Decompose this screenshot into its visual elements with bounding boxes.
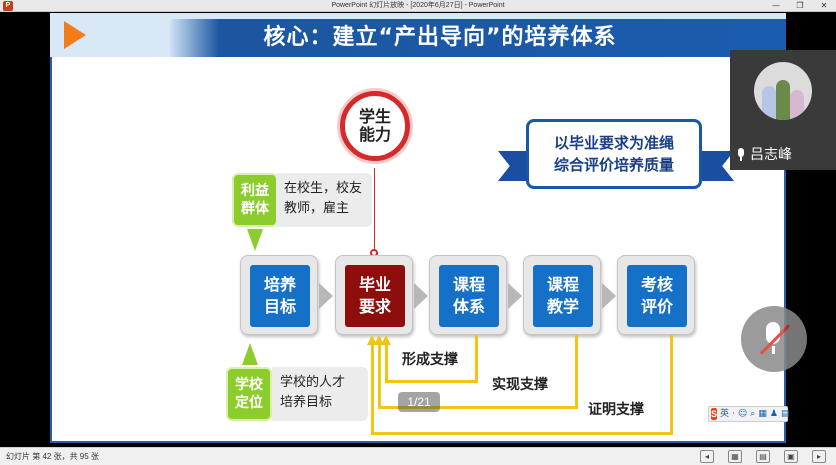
circle-line1: 学生 [358,107,391,126]
title-bar: P PowerPoint 幻灯片放映 - [2020年6月27日] - Powe… [0,0,836,12]
step-line1: 培养 [263,275,296,294]
page-indicator: 1/21 [398,392,440,412]
slide-title: 核心：建立“产出导向”的培养体系 [263,25,617,50]
circle-line2: 能力 [358,125,391,144]
support-label-proof: 证明支撑 [588,402,644,418]
support-arrow-3 [367,335,377,345]
mic-muted-button[interactable] [741,306,807,372]
step-assessment: 考核评价 [617,255,695,335]
speaker-name: 吕志峰 [750,147,792,163]
support-arrow-1 [381,335,391,345]
sorter-view-icon[interactable]: ▤ [756,450,770,463]
stakeholders-tag: 利益群体 [232,173,278,227]
step-line2: 评价 [640,297,673,316]
support-line-1-left [385,343,388,383]
support-label-realization: 实现支撑 [492,377,548,393]
reading-view-icon[interactable]: ▣ [784,450,798,463]
stakeholders-arrow [247,229,263,251]
banner-line2: 综合评价培养质量 [553,156,674,174]
window-title: PowerPoint 幻灯片放映 - [2020年6月27日] - PowerP… [331,2,505,9]
ime-emoji-icon[interactable]: ☺ [737,409,748,419]
step-line1: 课程 [452,275,485,294]
restore-button[interactable]: ❐ [796,1,804,10]
school-position-tag-label: 学校定位 [235,377,263,411]
previous-icon[interactable]: ◂ [700,450,714,463]
step-connector [602,283,616,309]
school-position-arrow [242,343,258,365]
support-label-formation: 形成支撑 [402,352,458,368]
minimize-button[interactable]: — [772,1,780,10]
step-graduation-requirement: 毕业要求 [335,255,413,335]
step-connector [414,283,428,309]
support-line-2-left [378,343,381,409]
slide-counter: 幻灯片 第 42 张，共 95 张 [6,452,99,461]
powerpoint-app-icon: P [3,1,13,11]
circle-connector-line [374,168,375,252]
stakeholders-tag-label: 利益群体 [241,183,269,217]
stakeholders-note-line2: 教师，雇主 [284,201,350,216]
step-training-goal: 培养目标 [240,255,318,335]
step-course-teaching: 课程教学 [523,255,601,335]
support-arrow-2 [374,335,384,345]
slide-frame [50,57,786,443]
step-line1: 课程 [546,275,579,294]
step-line2: 体系 [452,297,485,316]
school-position-tag: 学校定位 [226,367,272,421]
ime-menu-icon[interactable]: ▤ [780,409,790,419]
step-line2: 教学 [546,297,579,316]
step-connector [508,283,522,309]
school-position-note: 学校的人才 培养目标 [272,367,368,421]
step-line1: 考核 [640,275,673,294]
speaker-row: 吕志峰 [736,146,792,164]
close-button[interactable]: ✕ [820,1,828,10]
ime-skin-icon[interactable]: ♟ [769,409,778,419]
sogou-logo-icon[interactable]: S [711,408,718,420]
slide-header: 核心：建立“产出导向”的培养体系 [50,13,786,57]
stakeholders-note-line1: 在校生，校友 [284,181,363,196]
next-icon[interactable]: ▸ [812,450,826,463]
graduation-criteria-banner: 以毕业要求为准绳 综合评价培养质量 [526,119,702,189]
status-bar: 幻灯片 第 42 张，共 95 张 ◂ ▦ ▤ ▣ ▸ [0,447,836,465]
ime-search-icon[interactable]: ⌕ [750,409,756,419]
step-line2: 要求 [358,297,391,316]
normal-view-icon[interactable]: ▦ [728,450,742,463]
speaker-video-tile[interactable]: 吕志峰 [730,50,836,170]
support-line-1-right [475,335,478,383]
mic-icon [736,148,746,162]
play-triangle-icon [64,21,86,49]
ime-lang-toggle[interactable]: 英 [720,409,730,419]
header-band [170,19,786,57]
support-line-1-bottom [385,380,478,383]
step-line2: 目标 [263,297,296,316]
ime-punct-icon[interactable]: · [732,409,735,419]
school-position-note-line2: 培养目标 [280,395,333,410]
step-line1: 毕业 [358,275,391,294]
support-line-2-bottom [378,406,578,409]
ime-toolbar[interactable]: S 英 · ☺ ⌕ ▦ ♟ ▤ [708,406,790,422]
support-line-3-right [670,335,673,435]
banner-line1: 以毕业要求为准绳 [553,134,674,152]
slide-canvas[interactable]: 核心：建立“产出导向”的培养体系 学生能力 以毕业要求为准绳 综合评价培养质量 … [50,13,786,443]
stakeholders-note: 在校生，校友 教师，雇主 [276,173,372,227]
speaker-avatar [754,62,812,120]
school-position-note-line1: 学校的人才 [280,375,346,390]
step-connector [319,283,333,309]
support-line-3-bottom [371,432,673,435]
student-ability-circle: 学生能力 [340,91,410,161]
step-course-system: 课程体系 [429,255,507,335]
support-line-2-right [575,335,578,409]
view-controls: ◂ ▦ ▤ ▣ ▸ [700,450,826,463]
ime-keyboard-icon[interactable]: ▦ [758,409,767,419]
mic-stand [772,346,775,354]
support-line-3-left [371,343,374,435]
